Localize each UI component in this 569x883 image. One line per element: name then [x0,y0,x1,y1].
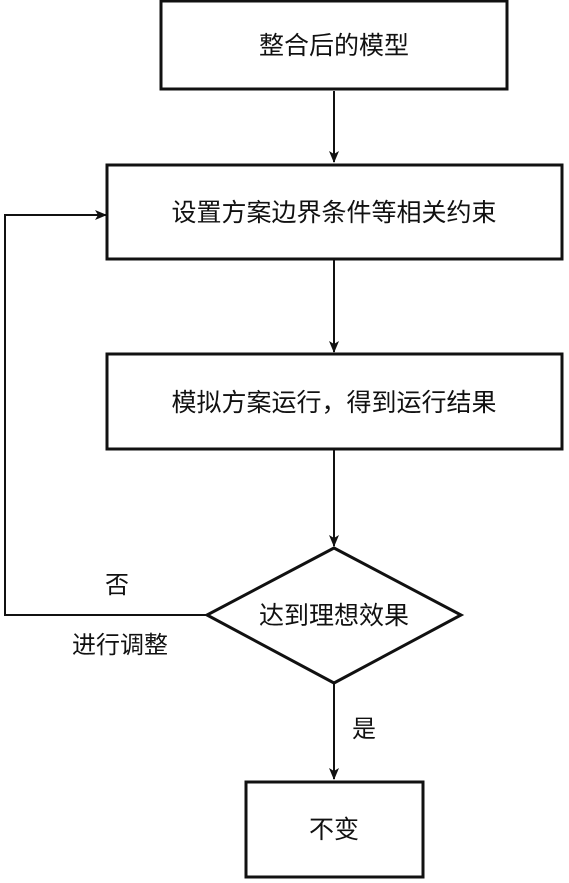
node-decision-label: 达到理想效果 [259,601,409,630]
node-model-label: 整合后的模型 [259,31,409,60]
node-simulate-label: 模拟方案运行，得到运行结果 [171,388,496,417]
edge-label-adjust: 进行调整 [72,631,168,659]
edge-label-yes: 是 [352,715,376,743]
feedback-loop-arrow [4,210,207,616]
node-model: 整合后的模型 [159,0,509,91]
node-unchanged-label: 不变 [309,815,359,844]
node-unchanged: 不变 [244,780,425,879]
edge-label-no: 否 [105,571,129,599]
node-constraints: 设置方案边界条件等相关约束 [105,163,564,261]
node-constraints-label: 设置方案边界条件等相关约束 [171,198,496,227]
node-decision: 达到理想效果 [203,546,465,685]
node-simulate: 模拟方案运行，得到运行结果 [105,352,564,451]
